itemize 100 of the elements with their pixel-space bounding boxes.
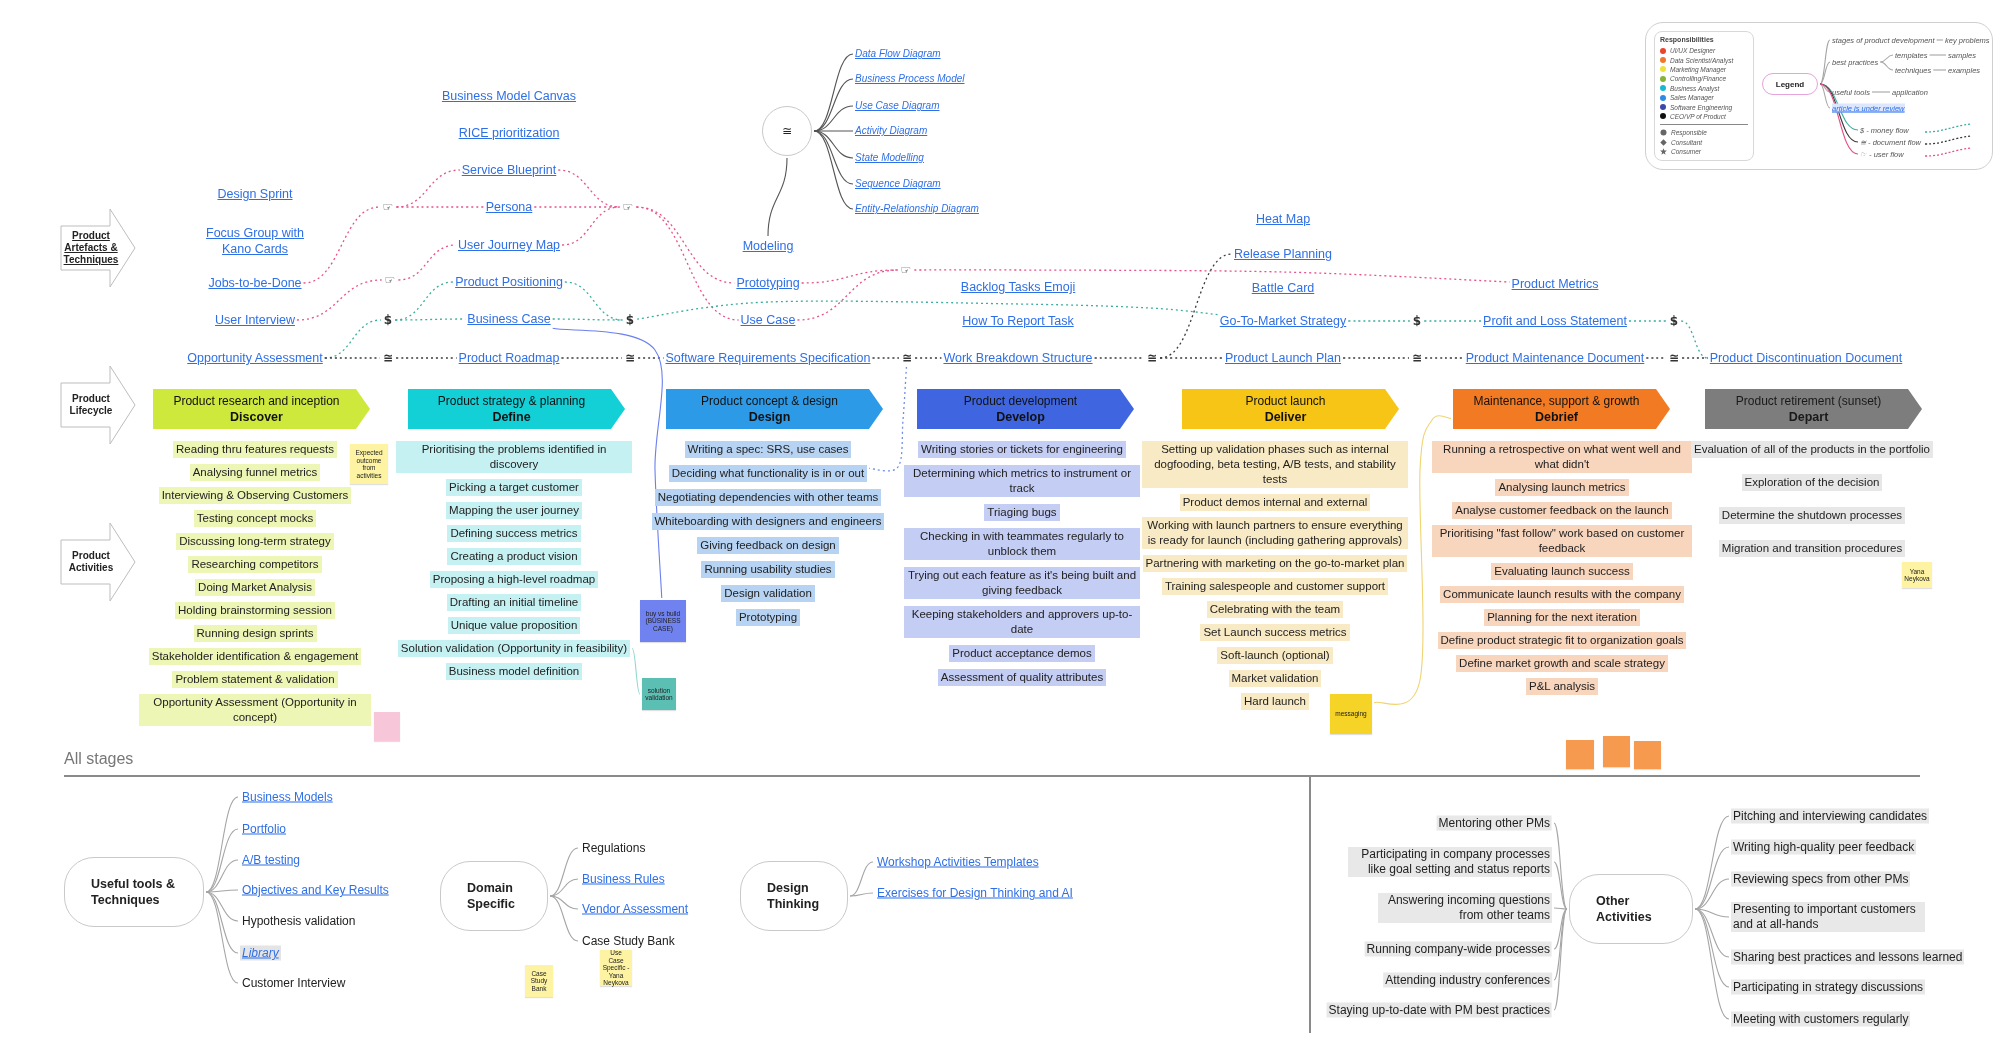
diagram-link: Use Case Diagram xyxy=(855,98,940,114)
section-label: Product Activities xyxy=(67,549,115,575)
connector-line xyxy=(1819,83,1859,155)
flow-symbol: ≅ xyxy=(1145,351,1159,365)
connector-line xyxy=(800,269,899,284)
stage-name: Discover xyxy=(230,408,283,425)
stage-banner xyxy=(917,389,1134,429)
flow-symbol: ≅ xyxy=(900,351,914,365)
artefact-link: Backlog Tasks Emoji xyxy=(960,279,1076,295)
stage-subtitle: Product research and inception xyxy=(173,393,340,409)
section-arrow xyxy=(60,365,136,445)
activity-item: Deciding what functionality is in or out xyxy=(668,465,868,482)
connector-line xyxy=(1553,908,1568,950)
connector-line xyxy=(1929,54,1947,56)
activity-item: Running design sprints xyxy=(193,625,317,642)
activity-item: Mapping the user journey xyxy=(446,502,582,519)
activity-item: Running usability studies xyxy=(701,561,835,578)
activity-item: Determine the shutdown processes xyxy=(1718,507,1906,524)
activity-item: Drafting an initial timeline xyxy=(446,594,582,611)
activity-item: Product acceptance demos xyxy=(949,645,1095,662)
topic-link: Business Rules xyxy=(580,871,667,887)
connector-line xyxy=(1879,61,1894,71)
artefact-link: Product Metrics xyxy=(1511,276,1599,292)
topic-link: Workshop Activities Templates xyxy=(875,854,1041,870)
artefact-link: Profit and Loss Statement xyxy=(1483,313,1627,329)
stage-banner xyxy=(153,389,370,429)
activity-item: Prototyping xyxy=(735,609,801,626)
topic-bubble: Design Thinking xyxy=(740,861,848,931)
activity-item: Running a retrospective on what went well and what didn't xyxy=(1432,441,1692,473)
topic-text: Staying up-to-date with PM best practices xyxy=(1326,1002,1552,1018)
topic-text: Sharing best practices and lessons learned xyxy=(1731,949,1965,965)
stage-subtitle: Product strategy & planning xyxy=(437,393,586,409)
topic-text: Customer Interview xyxy=(240,975,348,991)
diagram-link: Entity-Relationship Diagram xyxy=(855,201,979,217)
section-arrow xyxy=(60,522,136,602)
activity-item: Picking a target customer xyxy=(446,479,582,496)
activity-item: Communicate launch results with the company xyxy=(1440,586,1684,603)
connector-line xyxy=(796,269,899,321)
connector-line xyxy=(1681,357,1709,359)
activity-item: Defining success metrics xyxy=(447,525,581,542)
topic-text: Hypothesis validation xyxy=(240,913,358,929)
stage-subtitle: Product concept & design xyxy=(701,393,838,409)
activity-item: Migration and transition procedures xyxy=(1718,540,1906,557)
activity-item: Soft-launch (optional) xyxy=(1217,647,1333,664)
activity-item: Prioritising "fast follow" work based on customer feedback xyxy=(1432,525,1692,557)
connector-line xyxy=(561,206,621,246)
artefact-link: Service Blueprint xyxy=(461,162,557,178)
topic-text: Writing high-quality peer feedback xyxy=(1731,839,1917,855)
connector-line xyxy=(1424,357,1465,359)
stage-name: Design xyxy=(748,408,791,425)
artefact-link: Jobs-to-be-Done xyxy=(208,275,302,291)
topic-text: Meeting with customers regularly xyxy=(1731,1011,1911,1027)
activity-item: Reading thru features requests xyxy=(173,441,337,458)
topic-link: Library xyxy=(240,945,281,961)
activity-item: Define market growth and scale strategy xyxy=(1456,655,1668,672)
connector-line xyxy=(1347,320,1411,322)
artefact-link: Use Case xyxy=(740,312,796,328)
connector-line xyxy=(549,895,579,942)
activity-item: Training salespeople and customer support xyxy=(1161,578,1389,595)
activity-item: Hard launch xyxy=(1241,693,1309,710)
artefact-link: Go-To-Market Strategy xyxy=(1219,313,1347,329)
activity-item: Planning for the next iteration xyxy=(1484,609,1640,626)
connector-line xyxy=(205,796,239,893)
artefact-link: Product Maintenance Document xyxy=(1465,350,1645,366)
connector-line xyxy=(631,647,641,695)
activity-item: Evaluation of all of the products in the portfolio xyxy=(1691,441,1933,458)
artefact-link: Software Requirements Specification xyxy=(665,350,871,366)
diagram-link: State Modelling xyxy=(855,150,924,166)
topic-link: Objectives and Key Results xyxy=(240,882,391,898)
connector-line xyxy=(637,357,665,359)
stage-subtitle: Product retirement (sunset) xyxy=(1735,393,1882,409)
activity-item: Creating a product vision xyxy=(447,548,581,565)
topic-text: Attending industry conferences xyxy=(1383,972,1552,988)
connector-line xyxy=(549,878,579,897)
artefact-link: User Journey Map xyxy=(457,237,561,253)
stage-banner xyxy=(1705,389,1922,429)
topic-link: Exercises for Design Thinking and AI xyxy=(875,885,1075,901)
artefact-link: Opportunity Assessment xyxy=(187,350,323,366)
artefact-link: Focus Group with Kano Cards xyxy=(199,225,311,257)
activity-item: Solution validation (Opportunity in feasibility) xyxy=(397,640,631,657)
activity-item: Set Launch success metrics xyxy=(1200,624,1350,641)
connector-line xyxy=(1680,320,1709,359)
section-heading: All stages xyxy=(64,750,134,768)
stage-banner xyxy=(666,389,883,429)
activity-item: Partnering with marketing on the go-to-market plan xyxy=(1142,555,1408,572)
artefact-link: Work Breakdown Structure xyxy=(943,350,1093,366)
activity-item: Prioritising the problems identified in discovery xyxy=(396,441,632,473)
artefact-link: User Interview xyxy=(215,312,295,328)
connector-line xyxy=(1694,815,1730,910)
stage-name: Depart xyxy=(1788,408,1829,425)
activity-item: Giving feedback on design xyxy=(697,537,839,554)
activity-item: Proposing a high-level roadmap xyxy=(429,571,599,588)
stage-banner xyxy=(1182,389,1399,429)
artefact-link: Business Case xyxy=(467,311,551,327)
artefact-link: Business Model Canvas xyxy=(441,88,577,104)
connector-line xyxy=(395,206,485,208)
connector-line xyxy=(205,891,239,954)
flow-symbol: $ xyxy=(624,313,636,327)
activity-item: Interviewing & Observing Customers xyxy=(158,487,352,504)
diagram-link: Data Flow Diagram xyxy=(855,46,941,62)
